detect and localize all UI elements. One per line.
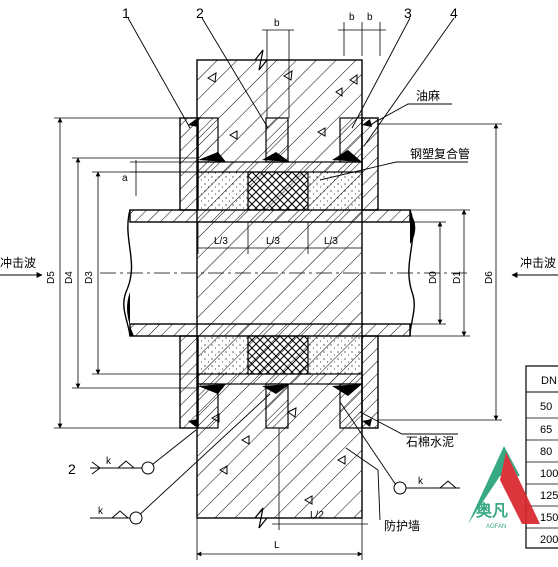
weld-k-3: k	[418, 476, 424, 487]
label-shock-wave-right: 冲击波	[520, 255, 556, 270]
weld-k-1: k	[106, 456, 112, 467]
dim-d3: D3	[84, 271, 95, 284]
label-oil-hemp: 油麻	[416, 88, 440, 103]
dim-d4: D4	[64, 271, 75, 284]
logo-text: 奥凡	[476, 501, 508, 520]
leader-lines	[127, 17, 468, 521]
table-cell: 80	[540, 446, 552, 458]
table-cell: 50	[540, 401, 552, 413]
dim-d0: D0	[428, 271, 439, 284]
label-protective-wall: 防护墙	[384, 518, 420, 533]
dim-l2: L/2	[310, 510, 324, 521]
dim-d5: D5	[46, 271, 57, 284]
aofan-logo: 奥凡 AOFAN	[468, 446, 540, 530]
dim-b-2: b	[349, 12, 355, 23]
dim-b-3: b	[367, 12, 373, 23]
dim-d6: D6	[484, 271, 495, 284]
callout-2: 2	[196, 5, 204, 21]
callout-4: 4	[450, 5, 458, 21]
table-cell: 125	[540, 490, 558, 502]
dim-b-1: b	[274, 18, 280, 29]
weld-seals	[188, 119, 372, 427]
weld-k-2: k	[98, 506, 104, 517]
dim-l3-left: L/3	[214, 236, 228, 247]
logo-subtext: AOFAN	[486, 524, 506, 530]
dimension-lines	[54, 22, 502, 560]
table-cell: 65	[540, 424, 552, 436]
table-cell: 100	[540, 468, 558, 480]
dim-d1: D1	[452, 271, 463, 284]
table-header-dn: DN	[541, 375, 557, 387]
dim-l: L	[274, 540, 280, 551]
label-asbestos-cement: 石棉水泥	[406, 435, 454, 449]
steel-plastic-pipe	[123, 209, 416, 337]
callout-3: 3	[404, 5, 412, 21]
casing-flange	[179, 117, 379, 429]
weld-symbols	[90, 460, 460, 525]
label-shock-wave-left: 冲击波	[0, 255, 36, 270]
table-cell: 150	[540, 512, 558, 524]
callout-2-lower: 2	[68, 461, 76, 477]
callout-1: 1	[122, 5, 130, 21]
table-cell: 200	[540, 534, 558, 546]
logo-red-shape	[500, 452, 540, 524]
dim-a: a	[122, 173, 128, 184]
dim-l3-mid: L/3	[266, 236, 280, 247]
label-steel-plastic-pipe: 钢塑复合管	[410, 146, 470, 161]
dim-l3-right: L/3	[324, 236, 338, 247]
